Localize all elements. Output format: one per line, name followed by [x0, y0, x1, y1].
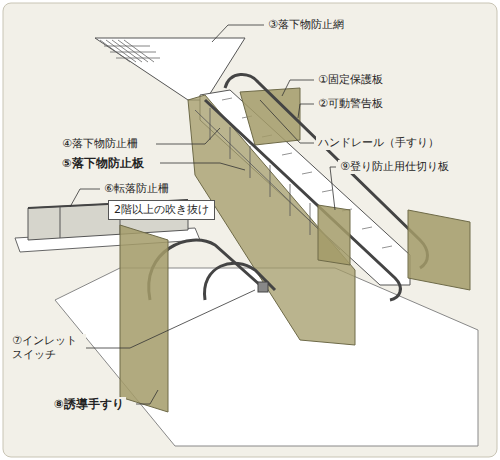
inlet-switch — [258, 282, 268, 292]
callout-label: ④落下物防止柵 — [60, 137, 140, 151]
callout-label: ⑧誘導手すり — [52, 397, 126, 411]
callout-label: ①固定保護板 — [316, 73, 385, 87]
callout-label: ⑥転落防止柵 — [102, 182, 171, 196]
ceiling-slab — [95, 38, 245, 100]
handrail — [205, 263, 275, 300]
callout-label: ⑤落下物防止板 — [60, 156, 146, 170]
box-text: 2階以上の吹き抜け — [114, 203, 209, 216]
fall-net — [100, 40, 160, 62]
callout-label: ⑦インレット スイッチ — [10, 334, 86, 362]
callout-label: ②可動警告板 — [316, 97, 385, 111]
callout-label: ハンドレール（手すり） — [316, 136, 441, 150]
anti-climb-partition — [318, 205, 350, 265]
background — [3, 3, 497, 457]
guide-handrail-panel — [120, 225, 168, 412]
leader-lines — [66, 25, 336, 404]
fence-post — [60, 207, 61, 238]
boxed-label: 2階以上の吹き抜け — [108, 200, 215, 220]
callout-label: ⑨登り防止用仕切り板 — [338, 160, 451, 174]
handrail — [205, 100, 400, 300]
floor — [55, 268, 478, 446]
falling-object-board — [188, 95, 355, 345]
callout-label: ③落下物防止網 — [266, 18, 346, 32]
fixed-protection-board — [240, 88, 300, 145]
guide-panel — [408, 210, 470, 290]
